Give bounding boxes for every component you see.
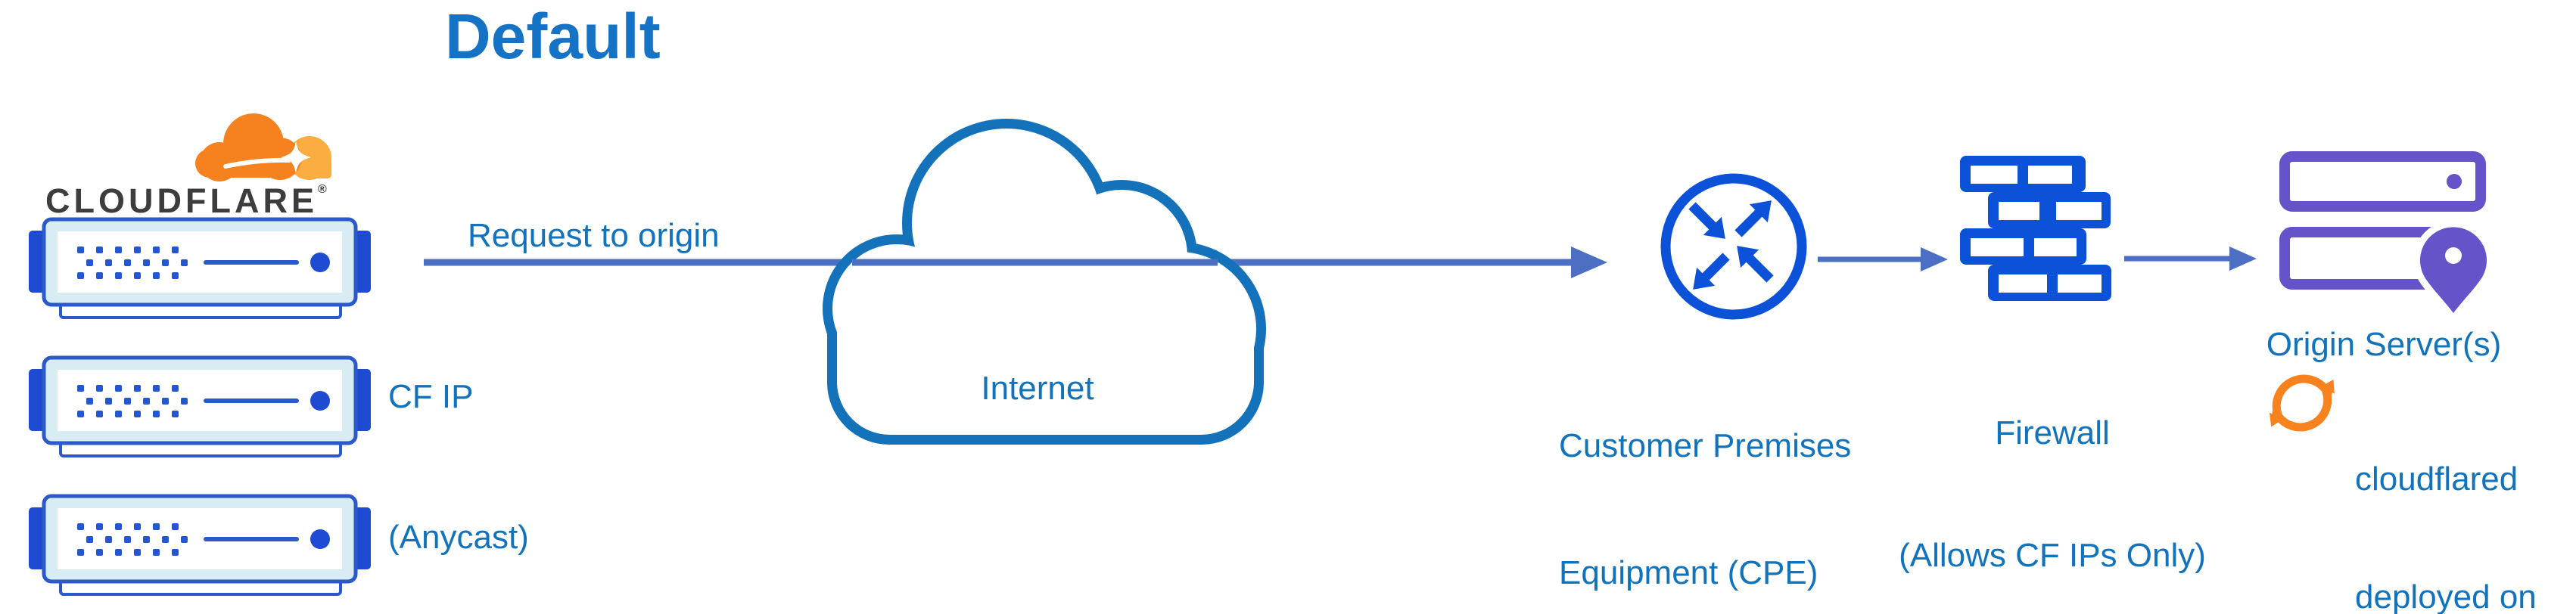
cloudflare-wordmark: CLOUDFLARE®	[45, 181, 327, 220]
cloud-outline-icon	[823, 119, 1266, 445]
cf-ip-line: CF IP	[388, 378, 474, 415]
brick-wall-icon	[1960, 156, 2111, 301]
cpe-label-line2: Equipment (CPE)	[1559, 554, 1818, 591]
cloudflared-note: cloudflared deployed on servers	[2355, 381, 2537, 614]
right-arrow-icon	[1818, 247, 1948, 271]
cloudflared-note-line1: cloudflared	[2355, 460, 2518, 498]
right-arrow-icon	[2124, 247, 2257, 271]
request-to-origin-label: Request to origin	[468, 217, 720, 254]
cf-ip-anycast-label: CF IP (Anycast)	[388, 280, 529, 614]
diagram-title: Default	[445, 1, 661, 72]
router-arrows-icon	[1660, 173, 1807, 320]
cpe-label-line1: Customer Premises	[1559, 427, 1852, 464]
cloudflare-wordmark-text: CLOUDFLARE	[45, 181, 318, 220]
cloudflared-note-line2: deployed on	[2355, 578, 2537, 614]
server-stack-icon	[29, 219, 371, 594]
server-location-pin-icon	[2279, 151, 2494, 324]
registered-trademark-symbol: ®	[317, 183, 327, 196]
firewall-label: Firewall (Allows CF IPs Only)	[1871, 331, 2234, 614]
sync-arrows-icon	[2264, 374, 2341, 432]
firewall-label-line1: Firewall	[1995, 414, 2110, 451]
firewall-label-line2: (Allows CF IPs Only)	[1899, 537, 2206, 574]
cpe-label: Customer Premises Equipment (CPE)	[1559, 340, 1851, 614]
cloudflare-cloud-logo	[195, 113, 331, 181]
internet-label: Internet	[981, 370, 1094, 407]
anycast-line: (Anycast)	[388, 519, 529, 556]
origin-servers-label: Origin Server(s)	[2266, 326, 2502, 363]
